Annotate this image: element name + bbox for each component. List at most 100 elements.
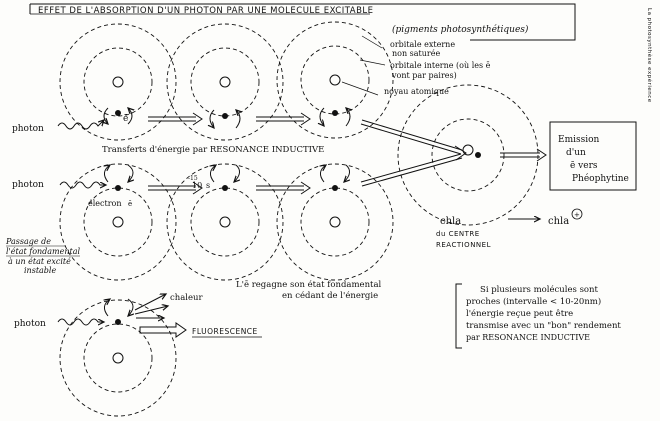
heat-arrow: [134, 294, 166, 311]
transfer-arrow-4: [148, 185, 196, 191]
electron-6: [332, 185, 338, 191]
inner-orbital-line2: vont par paires): [391, 71, 457, 80]
molecule-3-inner-orbital: [300, 45, 370, 115]
photon-wave-3: [57, 318, 104, 325]
excitation-arrow: [210, 165, 216, 183]
relaxation-arrow: [128, 298, 133, 316]
excitation-arrow: [320, 165, 326, 183]
nucleus-center: [462, 144, 474, 156]
center-outer-orbital: [397, 84, 539, 226]
electron-3: [332, 110, 338, 116]
time-label-exp: -15: [188, 175, 198, 182]
relaxation-arrow: [346, 108, 350, 127]
electron-5: [222, 185, 228, 191]
time-label-unit: s: [206, 181, 210, 190]
photon-label-3: photon: [14, 319, 46, 329]
electron-center: [475, 152, 481, 158]
electron-7: [115, 319, 121, 325]
photon-wave-2: [59, 181, 106, 188]
e-bar-label: ē: [123, 114, 128, 124]
transfer-arrow-5-head: [300, 181, 311, 195]
electron-sub: ē: [128, 200, 132, 208]
excitation-arrow: [104, 107, 108, 124]
chla-label: chla: [440, 216, 461, 227]
transfer-arrow-3: [360, 119, 463, 155]
center-inner-orbital: [431, 118, 505, 192]
electron-2: [222, 113, 228, 119]
transfer-arrow-5: [256, 185, 304, 191]
emission-box: [549, 121, 637, 191]
passage-line3: à un état excité: [8, 257, 71, 266]
molecule-3-outer-orbital: [276, 21, 394, 139]
molecule-7-outer-orbital: [59, 299, 177, 417]
center-line1: du CENTRE: [436, 230, 480, 238]
electron-4: [115, 185, 121, 191]
transfer-arrow-2: [256, 116, 304, 122]
molecule-2-inner-orbital: [190, 47, 260, 117]
molecule-5-outer-orbital: [166, 163, 284, 281]
photon-wave-1: [57, 120, 104, 130]
nucleus-4: [112, 216, 124, 228]
fluorescence-label: FLUORESCENCE: [192, 327, 258, 336]
molecule-4-outer-orbital: [59, 163, 177, 281]
note-line5: par RESONANCE INDUCTIVE: [466, 333, 590, 342]
passage-line2: l'état fondamental: [6, 247, 81, 256]
emission-line3: ē vers: [570, 161, 598, 171]
title-line1: EFFET DE L'ABSORPTION D'UN PHOTON PAR UN…: [38, 6, 374, 16]
molecule-1-outer-orbital: [59, 23, 177, 141]
molecule-6-outer-orbital: [276, 163, 394, 281]
relaxation-arrow: [128, 164, 133, 182]
nucleus-3: [329, 74, 341, 86]
transfer-arrow-1-head: [192, 112, 203, 126]
charge-circle: [571, 208, 583, 220]
nucleus-6: [329, 216, 341, 228]
molecule-5-inner-orbital: [190, 187, 260, 257]
excitation-arrow: [104, 299, 110, 317]
molecule-7-inner-orbital: [83, 323, 153, 393]
emission-arrow-head: [536, 148, 547, 162]
excitation-arrow: [210, 109, 214, 128]
passage-line4: instable: [24, 266, 56, 275]
electron-1: [115, 110, 121, 116]
chla-charge: +: [574, 211, 580, 219]
side-note: La photosynthèse expérience: [646, 8, 653, 103]
emission-line4: Phéophytine: [572, 173, 629, 184]
excitation-arrow: [104, 165, 110, 183]
electron-label: électron: [88, 199, 122, 208]
title-banner: EFFET DE L'ABSORPTION D'UN PHOTON PAR UN…: [29, 3, 576, 41]
time-label-base: 10: [192, 181, 202, 190]
molecule-4-inner-orbital: [83, 187, 153, 257]
note-line2: proches (intervalle < 10-20nm): [466, 296, 601, 307]
inner-orbital-line1: orbitale interne (où les ē: [390, 61, 491, 70]
transfer-arrow-6: [360, 153, 463, 187]
molecule-1-inner-orbital: [83, 47, 153, 117]
transfer-arrow-2-head: [300, 112, 311, 126]
title-line2: (pigments photosynthétiques): [392, 24, 529, 35]
molecule-6-inner-orbital: [300, 187, 370, 257]
transfer-arrow-3-head: [454, 145, 467, 161]
inner-orbital-pointer: [359, 59, 386, 66]
emission-line2: d'un: [566, 148, 586, 158]
outer-orbital-line1: orbitale externe: [390, 40, 455, 49]
outer-orbital-line2: non saturée: [392, 49, 440, 58]
nucleus-7: [112, 352, 124, 364]
excitation-arrow: [320, 107, 324, 126]
nucleus-label: noyau atomique: [384, 87, 449, 96]
relaxation-arrow: [344, 164, 350, 182]
nucleus-5: [219, 216, 231, 228]
transfer-arrow-4-head: [192, 181, 203, 195]
regain-line1: L'ē regagne son état fondamental: [236, 279, 382, 290]
note-line1: Si plusieurs molécules sont: [480, 284, 599, 295]
regain-line2: en cédant de l'énergie: [282, 290, 378, 301]
nucleus-1: [112, 76, 124, 88]
fluorescence-arrow: [139, 322, 187, 338]
nucleus-2: [219, 76, 231, 88]
emission-line1: Emission: [558, 135, 600, 145]
nucleus-pointer: [341, 81, 379, 96]
note-line3: l'énergie reçue peut être: [466, 308, 573, 319]
outer-orbital-pointer: [361, 35, 383, 49]
note-bracket: [455, 283, 462, 349]
transfer-caption: Transferts d'énergie par RESONANCE INDUC…: [102, 144, 324, 155]
